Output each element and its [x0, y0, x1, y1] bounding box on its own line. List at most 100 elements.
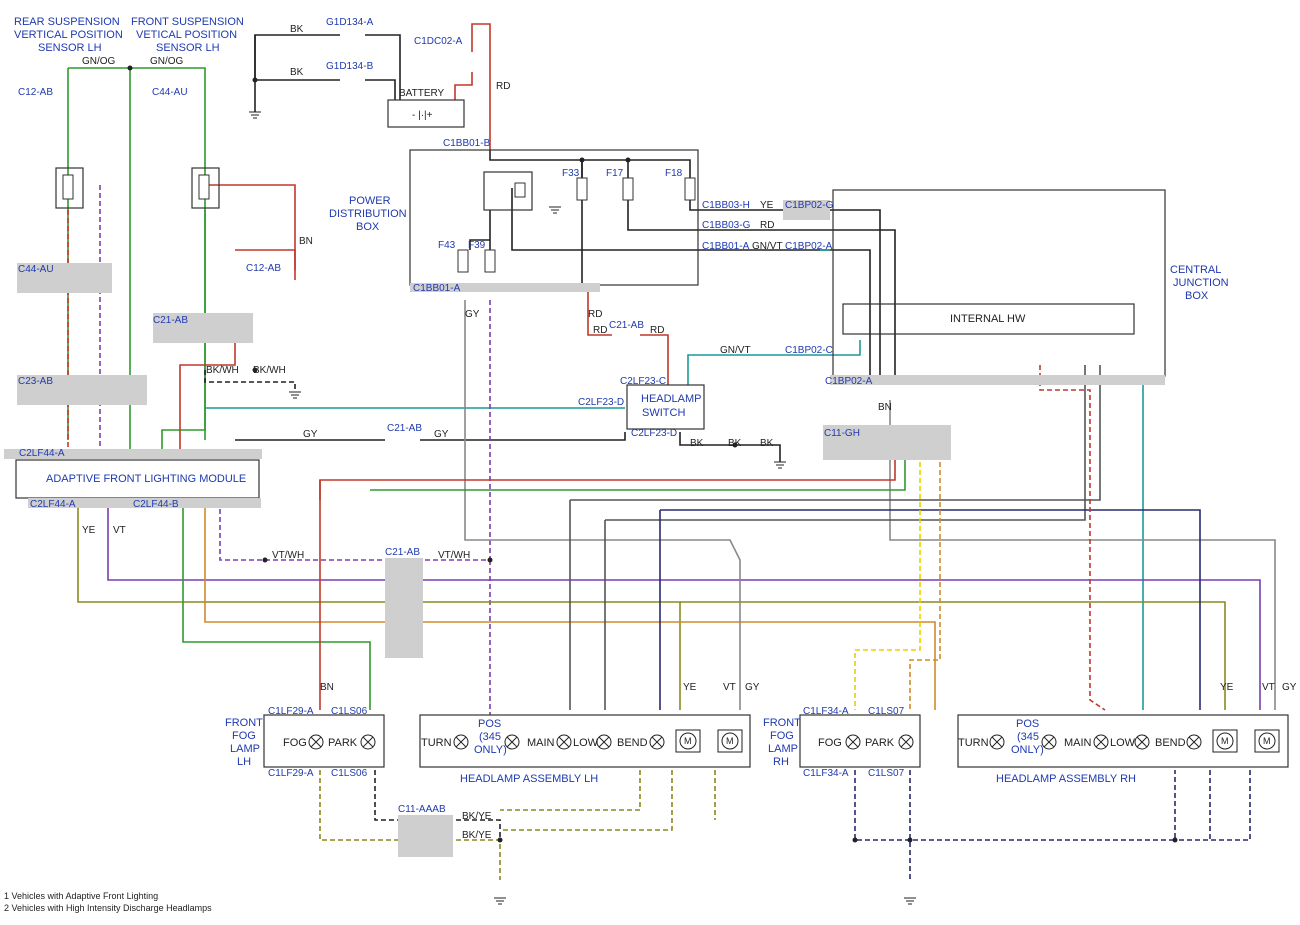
- headlamp-switch-title: SWITCH: [642, 407, 685, 419]
- aflm-title: ADAPTIVE FRONT LIGHTING MODULE: [46, 473, 246, 485]
- front-sensor-box: [191, 167, 220, 209]
- fuse-icon: [576, 177, 588, 201]
- motor-icon: M: [675, 729, 701, 753]
- bulb-label: MAIN: [1064, 737, 1092, 749]
- splice-dots: [127, 65, 1178, 843]
- fog-rh-title: FOG: [770, 730, 794, 742]
- pdb-title: POWER: [349, 195, 391, 207]
- connector-block-c21ab-lower: [385, 558, 423, 658]
- wire-label: BN: [299, 236, 313, 247]
- wire-label: BN: [878, 402, 892, 413]
- connector-label: C1LF29-A: [268, 706, 314, 717]
- battery-icon: - |·|+: [412, 110, 433, 121]
- cjb-title: BOX: [1185, 290, 1209, 302]
- connector-label: C2LF23-C: [620, 376, 666, 387]
- wire-label: RD: [588, 309, 602, 320]
- rear-sensor-box: [55, 167, 84, 209]
- fog-lh-title: FRONT: [225, 717, 263, 729]
- wire-label: GY: [1282, 682, 1297, 693]
- connector-label: C1LF34-A: [803, 706, 849, 717]
- svg-text:M: M: [684, 736, 692, 746]
- bulb-label: TURN: [958, 737, 989, 749]
- connector-label: C21-AB: [153, 315, 188, 326]
- wire-label: GY: [434, 429, 449, 440]
- bulb-label: TURN: [421, 737, 452, 749]
- pin-strip: [410, 283, 600, 292]
- fuse-icon: [457, 249, 469, 273]
- wire-label: BK: [728, 438, 742, 449]
- bulb-label: (345: [1017, 731, 1039, 743]
- wire-label: GN/VT: [752, 241, 783, 252]
- ground-icon: [289, 391, 301, 399]
- connector-label: C1LF29-A: [268, 768, 314, 779]
- potentiometer-icon: [62, 174, 74, 200]
- battery-label: BATTERY: [399, 88, 445, 99]
- connector-label: C2LF44-B: [133, 499, 179, 510]
- connector-label: C1LS07: [868, 706, 905, 717]
- wire-label: GY: [303, 429, 318, 440]
- connector-label: C1BB01-A: [413, 283, 461, 294]
- connector-label: C1BB01-B: [443, 138, 491, 149]
- relay-coil-icon: [514, 182, 526, 198]
- ground-symbols: [249, 111, 916, 905]
- bulb-label: (345: [479, 731, 501, 743]
- connector-label: C1BB01-A: [702, 241, 750, 252]
- cjb-title: CENTRAL: [1170, 264, 1221, 276]
- wire-label: BK/WH: [206, 365, 239, 376]
- wire-label: GN/VT: [720, 345, 751, 356]
- fog-lh-title: FOG: [232, 730, 256, 742]
- connector-block-c11aaab: [398, 815, 453, 857]
- connector-block-c21ab: [153, 313, 253, 343]
- bulb-icon: [504, 734, 520, 750]
- ground-icon: [549, 206, 561, 214]
- wire-label: RD: [593, 325, 607, 336]
- fog-rh-title: LAMP: [768, 743, 798, 755]
- ground-icon: [904, 897, 916, 905]
- connector-label: C2LF23-D: [578, 397, 624, 408]
- bulb-label: FOG: [818, 737, 842, 749]
- bulb-icon: [596, 734, 612, 750]
- pin-strip: [28, 498, 261, 508]
- cjb-title: JUNCTION: [1173, 277, 1229, 289]
- headlamp-assembly-lh-box: [419, 714, 751, 768]
- bulb-icon: [1186, 734, 1202, 750]
- front-sensor-title: SENSOR LH: [156, 42, 220, 54]
- wire-label: BK: [690, 438, 704, 449]
- connector-label: C1BP02-G: [785, 200, 834, 211]
- bulb-label: LOW: [573, 737, 599, 749]
- wire-label: YE: [760, 200, 774, 211]
- bulb-label: POS: [478, 718, 501, 730]
- bulb-label: ONLY): [474, 744, 507, 756]
- connector-label: C2LF23-D: [631, 428, 677, 439]
- connector-label: C21-AB: [385, 547, 420, 558]
- connector-label: C11-GH: [824, 428, 860, 439]
- central-junction-box: [832, 189, 1166, 377]
- fog-rh-title: RH: [773, 756, 789, 768]
- connector-label: C44-AU: [18, 264, 54, 275]
- pin-strip: [783, 200, 830, 220]
- footnote: 1 Vehicles with Adaptive Front Lighting: [4, 891, 159, 901]
- ground-icon: [249, 111, 261, 119]
- front-sensor-title: FRONT SUSPENSION: [131, 16, 244, 28]
- wire-label: GY: [745, 682, 760, 693]
- bulbs: M M M M: [308, 729, 1280, 753]
- connector-block-c23ab: [17, 375, 147, 405]
- wire-label: YE: [82, 525, 96, 536]
- fuse-label: F33: [562, 168, 580, 179]
- connector-label: C44-AU: [152, 87, 188, 98]
- svg-text:M: M: [1221, 736, 1229, 746]
- connector-label: C1BB03-G: [702, 220, 751, 231]
- connector-block-c44au: [17, 263, 112, 293]
- wire-label: BK: [290, 24, 304, 35]
- connector-label: C1LS07: [868, 768, 905, 779]
- pin-strip: [830, 375, 1165, 385]
- headlamp-switch-box: [626, 384, 705, 430]
- svg-text:M: M: [1263, 736, 1271, 746]
- fuse-icon: [484, 249, 496, 273]
- connector-label: G1D134-A: [326, 17, 374, 28]
- bulb-label: BEND: [617, 737, 648, 749]
- wire-label: VT: [113, 525, 126, 536]
- bulb-icon: [1093, 734, 1109, 750]
- front-sensor-title: VETICAL POSITION: [136, 29, 237, 41]
- bulb-icon: [308, 734, 324, 750]
